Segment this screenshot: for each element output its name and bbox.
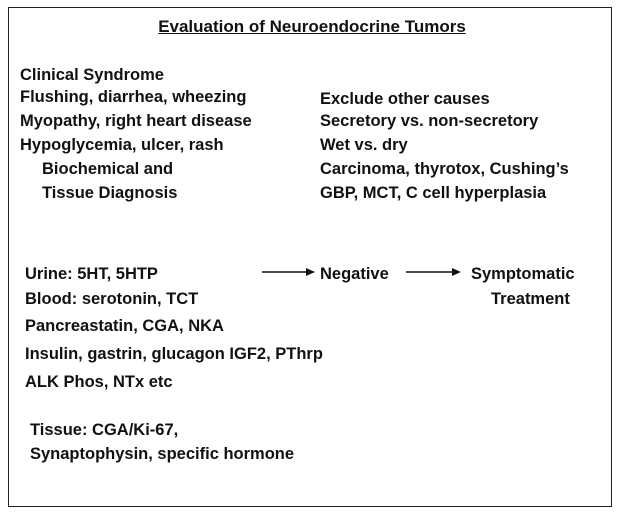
differential-line: Exclude other causes bbox=[320, 90, 490, 108]
diagram-frame bbox=[8, 7, 612, 507]
test-line: Urine: 5HT, 5HTP bbox=[25, 265, 158, 283]
outcome-line: Treatment bbox=[491, 290, 570, 308]
differential-line: Wet vs. dry bbox=[320, 136, 408, 154]
outcome-line: Symptomatic bbox=[471, 265, 575, 283]
test-line: Insulin, gastrin, glucagon IGF2, PThrp bbox=[25, 345, 323, 363]
differential-line: GBP, MCT, C cell hyperplasia bbox=[320, 184, 547, 202]
syndrome-line: Myopathy, right heart disease bbox=[20, 112, 252, 130]
diagnosis-line: Biochemical and bbox=[42, 160, 174, 178]
tissue-line: Synaptophysin, specific hormone bbox=[30, 445, 295, 463]
negative-label: Negative bbox=[320, 265, 389, 283]
test-line: Pancreastatin, CGA, NKA bbox=[25, 317, 224, 335]
differential-line: Carcinoma, thyrotox, Cushing’s bbox=[320, 160, 569, 178]
page-title: Evaluation of Neuroendocrine Tumors bbox=[158, 17, 466, 36]
clinical-syndrome-heading: Clinical Syndrome bbox=[20, 66, 164, 84]
tissue-line: Tissue: CGA/Ki-67, bbox=[30, 421, 179, 439]
test-line: ALK Phos, NTx etc bbox=[25, 373, 173, 391]
diagnosis-line: Tissue Diagnosis bbox=[42, 184, 178, 202]
test-line: Blood: serotonin, TCT bbox=[25, 290, 199, 308]
arrow-right-icon bbox=[262, 268, 315, 276]
syndrome-line: Hypoglycemia, ulcer, rash bbox=[20, 136, 224, 154]
syndrome-line: Flushing, diarrhea, wheezing bbox=[20, 88, 247, 106]
arrow-right-icon bbox=[406, 268, 461, 276]
differential-line: Secretory vs. non-secretory bbox=[320, 112, 539, 130]
